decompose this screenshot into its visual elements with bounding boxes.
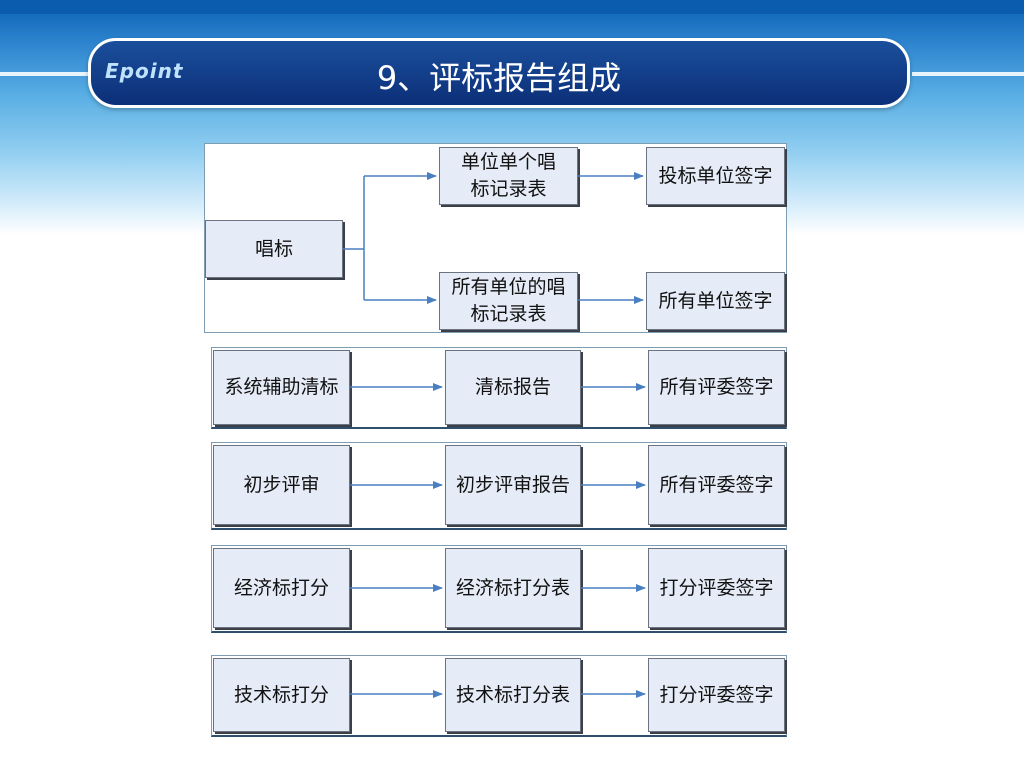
box-technical-step: 技术标打分: [213, 658, 350, 732]
box-clearing-report: 清标报告: [445, 350, 581, 425]
box-economic-sign: 打分评委签字: [648, 548, 785, 628]
header-line-right: [912, 72, 1024, 76]
box-all-units-sign: 所有单位签字: [646, 272, 785, 330]
box-technical-sign: 打分评委签字: [648, 658, 785, 732]
box-clearing-step: 系统辅助清标: [213, 350, 350, 425]
arrow-branch-connector: [343, 176, 365, 300]
box-bidder-sign: 投标单位签字: [646, 147, 785, 205]
title-bar: Epoint 9、评标报告组成: [88, 38, 910, 108]
box-bid-opening: 唱标: [205, 220, 343, 278]
box-preliminary-step: 初步评审: [213, 445, 350, 525]
header-line-left: [0, 72, 95, 76]
box-single-bid-record: 单位单个唱标记录表: [439, 147, 578, 205]
epoint-logo: Epoint: [105, 59, 184, 83]
box-preliminary-report: 初步评审报告: [445, 445, 581, 525]
box-economic-report: 经济标打分表: [445, 548, 581, 628]
box-technical-report: 技术标打分表: [445, 658, 581, 732]
slide-title: 9、评标报告组成: [376, 59, 622, 97]
top-stripe: [0, 0, 1024, 14]
box-preliminary-sign: 所有评委签字: [648, 445, 785, 525]
box-economic-step: 经济标打分: [213, 548, 350, 628]
box-clearing-sign: 所有评委签字: [648, 350, 785, 425]
box-all-bid-record: 所有单位的唱标记录表: [439, 272, 578, 330]
